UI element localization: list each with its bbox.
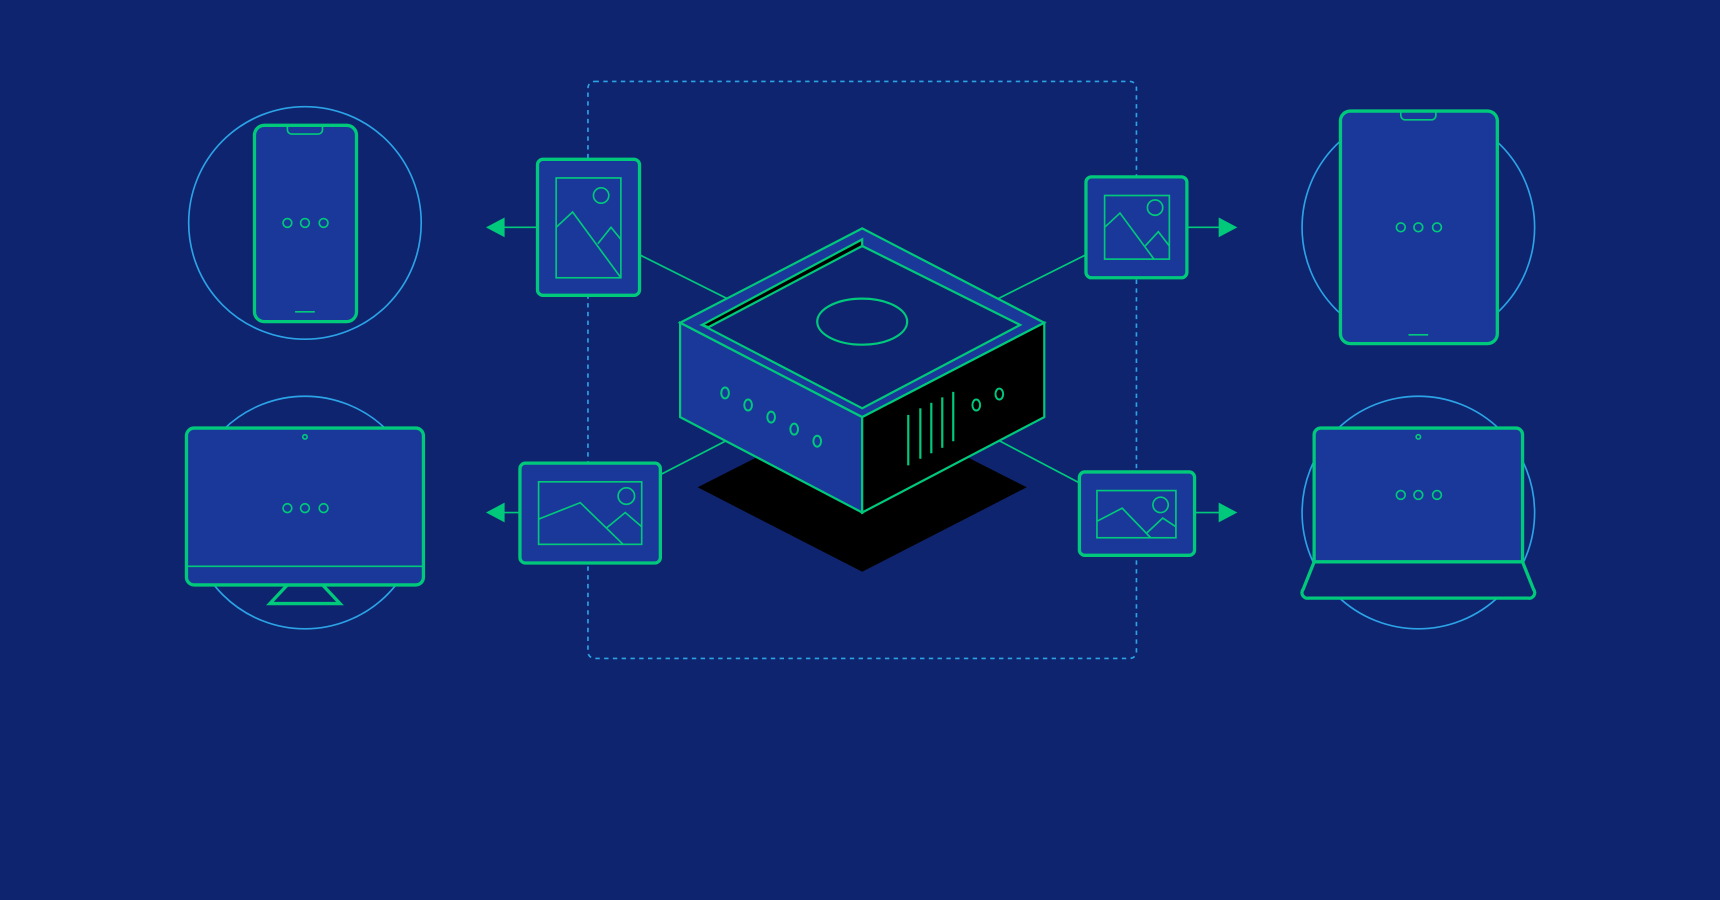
indicator-lights xyxy=(720,386,1005,448)
connector-lines xyxy=(502,226,1222,514)
monitor-icon xyxy=(184,426,426,606)
laptop-icon xyxy=(1300,426,1537,600)
smartphone-icon xyxy=(252,123,359,324)
arrow-icon xyxy=(485,217,1238,523)
vent-lines xyxy=(907,391,955,466)
image-icon xyxy=(1077,470,1197,557)
image-icon xyxy=(535,157,642,297)
tablet-icon xyxy=(1338,109,1499,346)
image-icon xyxy=(518,461,663,565)
image-icon xyxy=(1084,175,1189,280)
dashed-frame xyxy=(587,80,1138,660)
server-box-icon xyxy=(677,227,1047,515)
